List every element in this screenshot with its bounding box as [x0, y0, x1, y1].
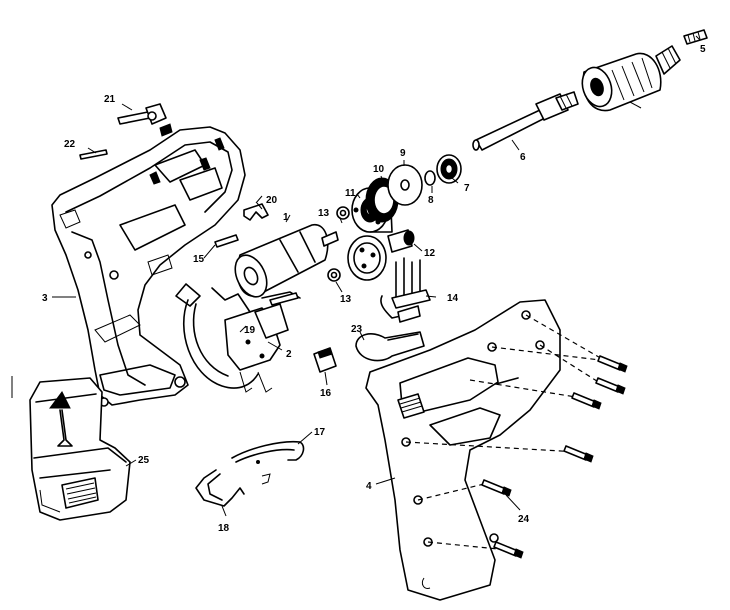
- callout-17: 17: [314, 427, 326, 438]
- screw-1: [597, 355, 628, 373]
- screw-5: [481, 479, 512, 497]
- screw-with-nut: [117, 103, 173, 137]
- callout-16: 16: [320, 388, 332, 399]
- planet-gear-set: [347, 229, 415, 281]
- pin: [79, 149, 108, 160]
- bracket: [243, 195, 269, 221]
- chuck: [581, 45, 681, 112]
- callout-5: 5: [700, 44, 706, 55]
- callout-15: 15: [193, 254, 205, 265]
- leader-lines: [52, 35, 701, 517]
- callout-19: 19: [244, 325, 256, 336]
- callout-3: 3: [42, 293, 48, 304]
- washer-upper: [336, 206, 350, 220]
- washer-lower: [327, 268, 341, 282]
- callout-8: 8: [428, 195, 434, 206]
- disc: [387, 164, 423, 206]
- callout-23: 23: [351, 324, 363, 335]
- spindle: [472, 91, 579, 151]
- housing-screws: [405, 314, 628, 559]
- small-ring: [424, 170, 436, 186]
- chuck-screw: [683, 29, 708, 45]
- small-rod: [269, 292, 299, 306]
- callout-18: 18: [218, 523, 230, 534]
- small-screw: [203, 234, 239, 259]
- block: [313, 347, 337, 373]
- terminal-clip: [231, 440, 305, 485]
- callout-14: 14: [447, 293, 459, 304]
- callout-2: 2: [286, 349, 292, 360]
- spring-clip: [195, 469, 245, 507]
- callout-21: 21: [104, 94, 116, 105]
- screw-2: [595, 377, 626, 395]
- motor: [234, 214, 339, 298]
- callout-10: 10: [373, 164, 385, 175]
- callout-22: 22: [64, 139, 76, 150]
- contact-terminals: [380, 257, 431, 323]
- switch-assembly: [175, 283, 301, 393]
- bearing: [436, 154, 462, 184]
- callout-13-lower: 13: [340, 294, 352, 305]
- callout-labels: 1 2 3 4 5 6 7 8 9 10 11 12 13 13 14 15 1…: [42, 44, 706, 534]
- trigger: [355, 331, 425, 362]
- callout-4: 4: [366, 481, 372, 492]
- screw-3: [571, 392, 602, 410]
- housing-left-half: [51, 126, 246, 407]
- callout-24: 24: [518, 514, 530, 525]
- screw-6: [493, 541, 524, 559]
- callout-1: 1: [283, 212, 289, 223]
- screw-4: [563, 445, 594, 463]
- callout-9: 9: [400, 148, 406, 159]
- callout-6: 6: [520, 152, 526, 163]
- callout-11: 11: [345, 188, 356, 199]
- battery-pack: [29, 377, 131, 521]
- callout-12: 12: [424, 248, 436, 259]
- callout-20: 20: [266, 195, 278, 206]
- callout-7: 7: [464, 183, 470, 194]
- callout-13-upper: 13: [318, 208, 330, 219]
- callout-25: 25: [138, 455, 150, 466]
